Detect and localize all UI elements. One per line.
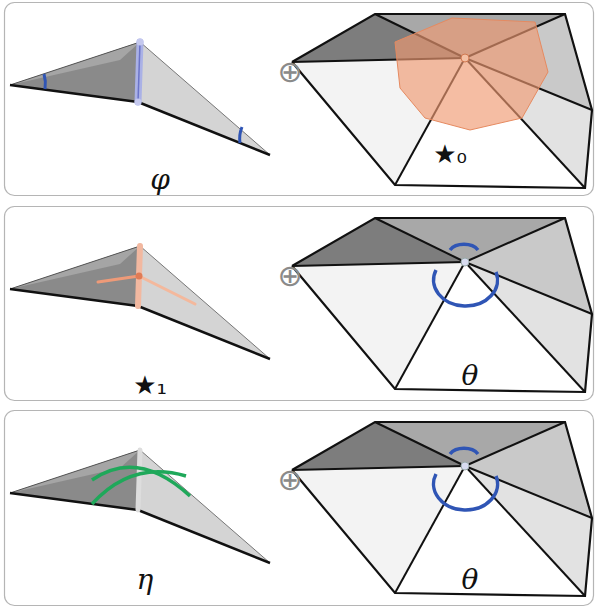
- plus-symbol: ⊕: [277, 57, 302, 87]
- hodge-star-label: ★₀: [433, 141, 467, 167]
- angle-label: η: [137, 566, 154, 594]
- angle-label: θ: [462, 362, 479, 390]
- hodge-star-label: ★₁: [133, 372, 167, 398]
- plus-symbol: ⊕: [277, 465, 302, 495]
- angle-label: θ: [462, 566, 479, 594]
- angle-label: φ: [150, 166, 170, 194]
- plus-symbol: ⊕: [277, 261, 302, 291]
